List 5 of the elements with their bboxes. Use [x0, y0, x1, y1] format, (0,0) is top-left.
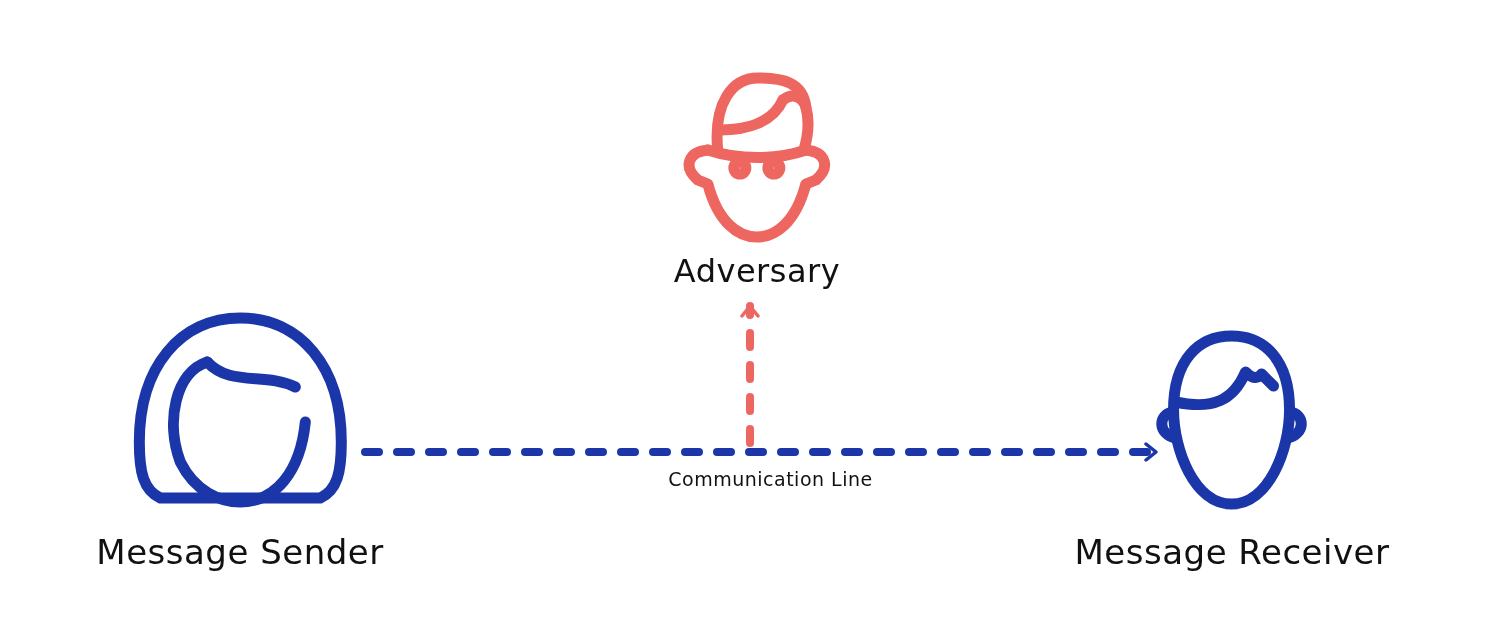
dashed-arrow: [740, 302, 760, 447]
dashed-arrow: [361, 442, 1160, 462]
node-label: Message Receiver: [1074, 532, 1390, 572]
node-label: Message Sender: [96, 532, 384, 572]
node-label: Adversary: [673, 252, 841, 290]
